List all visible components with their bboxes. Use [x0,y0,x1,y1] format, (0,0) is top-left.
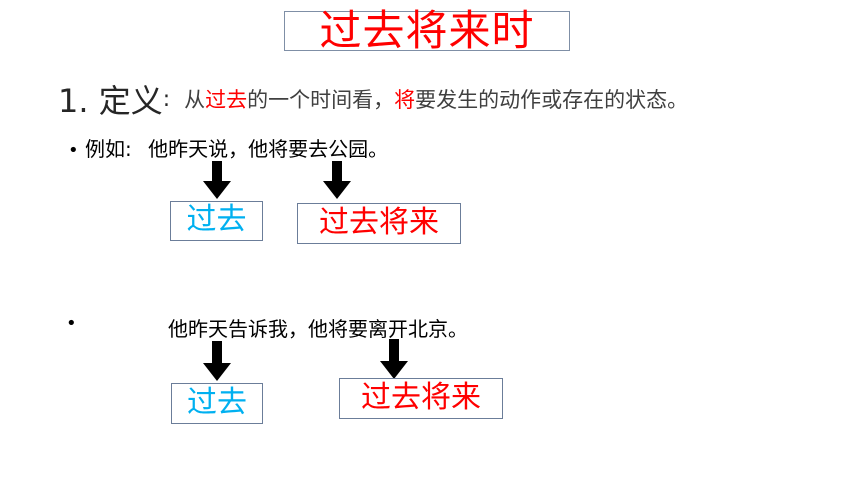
definition-text-past: 过去 [205,88,248,112]
example1-label: 例如: [84,137,132,161]
example1-line: • 例如: 他昨天说，他将要去公园。 [68,133,388,162]
example1-arrow-past-icon [203,161,231,199]
definition-text-after: 要发生的动作或存在的状态。 [415,88,689,112]
definition-label: 1. 定义 [58,82,163,120]
example1-arrow-future-icon [323,161,351,199]
example2-past-box: 过去 [171,383,263,424]
example2-sentence: 他昨天告诉我，他将要离开北京。 [168,317,468,341]
definition-line: 1. 定义: 从过去的一个时间看，将要发生的动作或存在的状态。 [58,76,688,122]
definition-text-will: 将 [394,88,416,112]
example1-bullet: • [68,140,79,161]
example1-past-box: 过去 [170,201,263,241]
example2-bullet: • [66,313,77,334]
example2-arrow-past-icon [203,341,231,381]
page-title: 过去将来时 [319,6,535,55]
definition-text-before: 从 [184,88,206,112]
definition-colon: : [162,86,171,112]
definition-text-mid: 的一个时间看， [247,88,395,112]
example1-sentence: 他昨天说，他将要去公园。 [148,137,389,161]
example2-future-box: 过去将来 [339,378,503,419]
example2-arrow-future-icon [380,339,408,379]
example1-future-box: 过去将来 [297,203,461,244]
title-frame [284,11,570,51]
